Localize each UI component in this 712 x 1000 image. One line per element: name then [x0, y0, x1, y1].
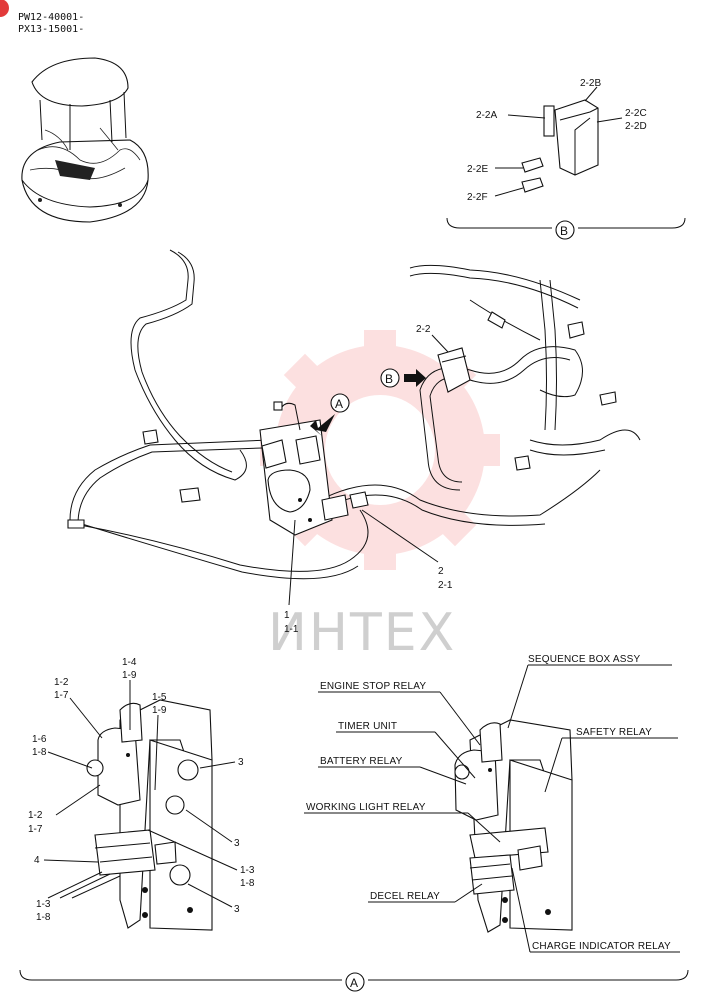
callout-sequence-box: SEQUENCE BOX ASSY	[528, 654, 640, 665]
label-l-1-5: 1-5	[152, 692, 167, 703]
label-l-1-6: 1-6	[32, 734, 47, 745]
callout-decel-relay: DECEL RELAY	[370, 891, 440, 902]
marker-a-main	[330, 393, 350, 413]
view-b-marker: B	[560, 224, 568, 238]
detail-left-leaders	[43, 680, 238, 908]
label-l-1-3a: 1-3	[240, 865, 255, 876]
machine-thumbnail	[21, 57, 149, 223]
label-1: 1	[284, 610, 290, 621]
callout-engine-stop-relay: ENGINE STOP RELAY	[320, 681, 426, 692]
detail-right-leaders	[304, 664, 680, 953]
serial-line-2: PX13-15001-	[18, 24, 84, 35]
label-l-1-7b: 1-7	[28, 824, 43, 835]
label-2-2a: 2-2A	[476, 110, 497, 121]
callout-timer-unit: TIMER UNIT	[338, 721, 397, 732]
label-l-3c: 3	[234, 904, 240, 915]
label-l-1-9b: 1-9	[152, 705, 167, 716]
view-a-marker: A	[350, 976, 358, 990]
label-l-1-2a: 1-2	[54, 677, 69, 688]
label-2-2f: 2-2F	[467, 192, 488, 203]
svg-text:A: A	[335, 397, 343, 411]
label-1-1: 1-1	[284, 624, 299, 635]
label-l-1-3b: 1-3	[36, 899, 51, 910]
watermark-text: ИНТЕХ	[268, 603, 456, 663]
label-2-2b: 2-2B	[580, 78, 601, 89]
callout-charge-indicator-relay: CHARGE INDICATOR RELAY	[532, 941, 671, 952]
callout-battery-relay: BATTERY RELAY	[320, 756, 403, 767]
callout-safety-relay: SAFETY RELAY	[576, 727, 652, 738]
label-l-1-9a: 1-9	[122, 670, 137, 681]
marker-b-main	[380, 368, 400, 388]
view-a-bracket: A	[19, 969, 689, 992]
label-2-1: 2-1	[438, 580, 453, 591]
svg-text:B: B	[385, 372, 393, 386]
view-b-inset: 2-2B 2-2A 2-2C 2-2D 2-2E 2-2F B	[446, 78, 686, 240]
label-2: 2	[438, 566, 444, 577]
label-l-3a: 3	[238, 757, 244, 768]
label-l-1-7a: 1-7	[54, 690, 69, 701]
label-l-1-8b: 1-8	[240, 878, 255, 889]
corner-badge	[0, 0, 9, 17]
label-2-2: 2-2	[416, 324, 431, 335]
label-2-2e: 2-2E	[467, 164, 488, 175]
label-l-1-4: 1-4	[122, 657, 137, 668]
serial-line-1: PW12-40001-	[18, 12, 84, 23]
label-l-1-8c: 1-8	[36, 912, 51, 923]
arrow-a-icon	[310, 414, 335, 436]
label-l-1-8a: 1-8	[32, 747, 47, 758]
label-l-4: 4	[34, 855, 40, 866]
label-2-2c: 2-2C	[625, 108, 647, 119]
arrow-b-icon	[404, 369, 426, 387]
label-l-3b: 3	[234, 838, 240, 849]
label-2-2d: 2-2D	[625, 121, 647, 132]
callout-working-light-relay: WORKING LIGHT RELAY	[306, 802, 426, 813]
label-l-1-2b: 1-2	[28, 810, 43, 821]
detail-left-assembly	[86, 699, 213, 931]
harness-main	[67, 249, 641, 580]
detail-right-assembly	[454, 719, 573, 933]
